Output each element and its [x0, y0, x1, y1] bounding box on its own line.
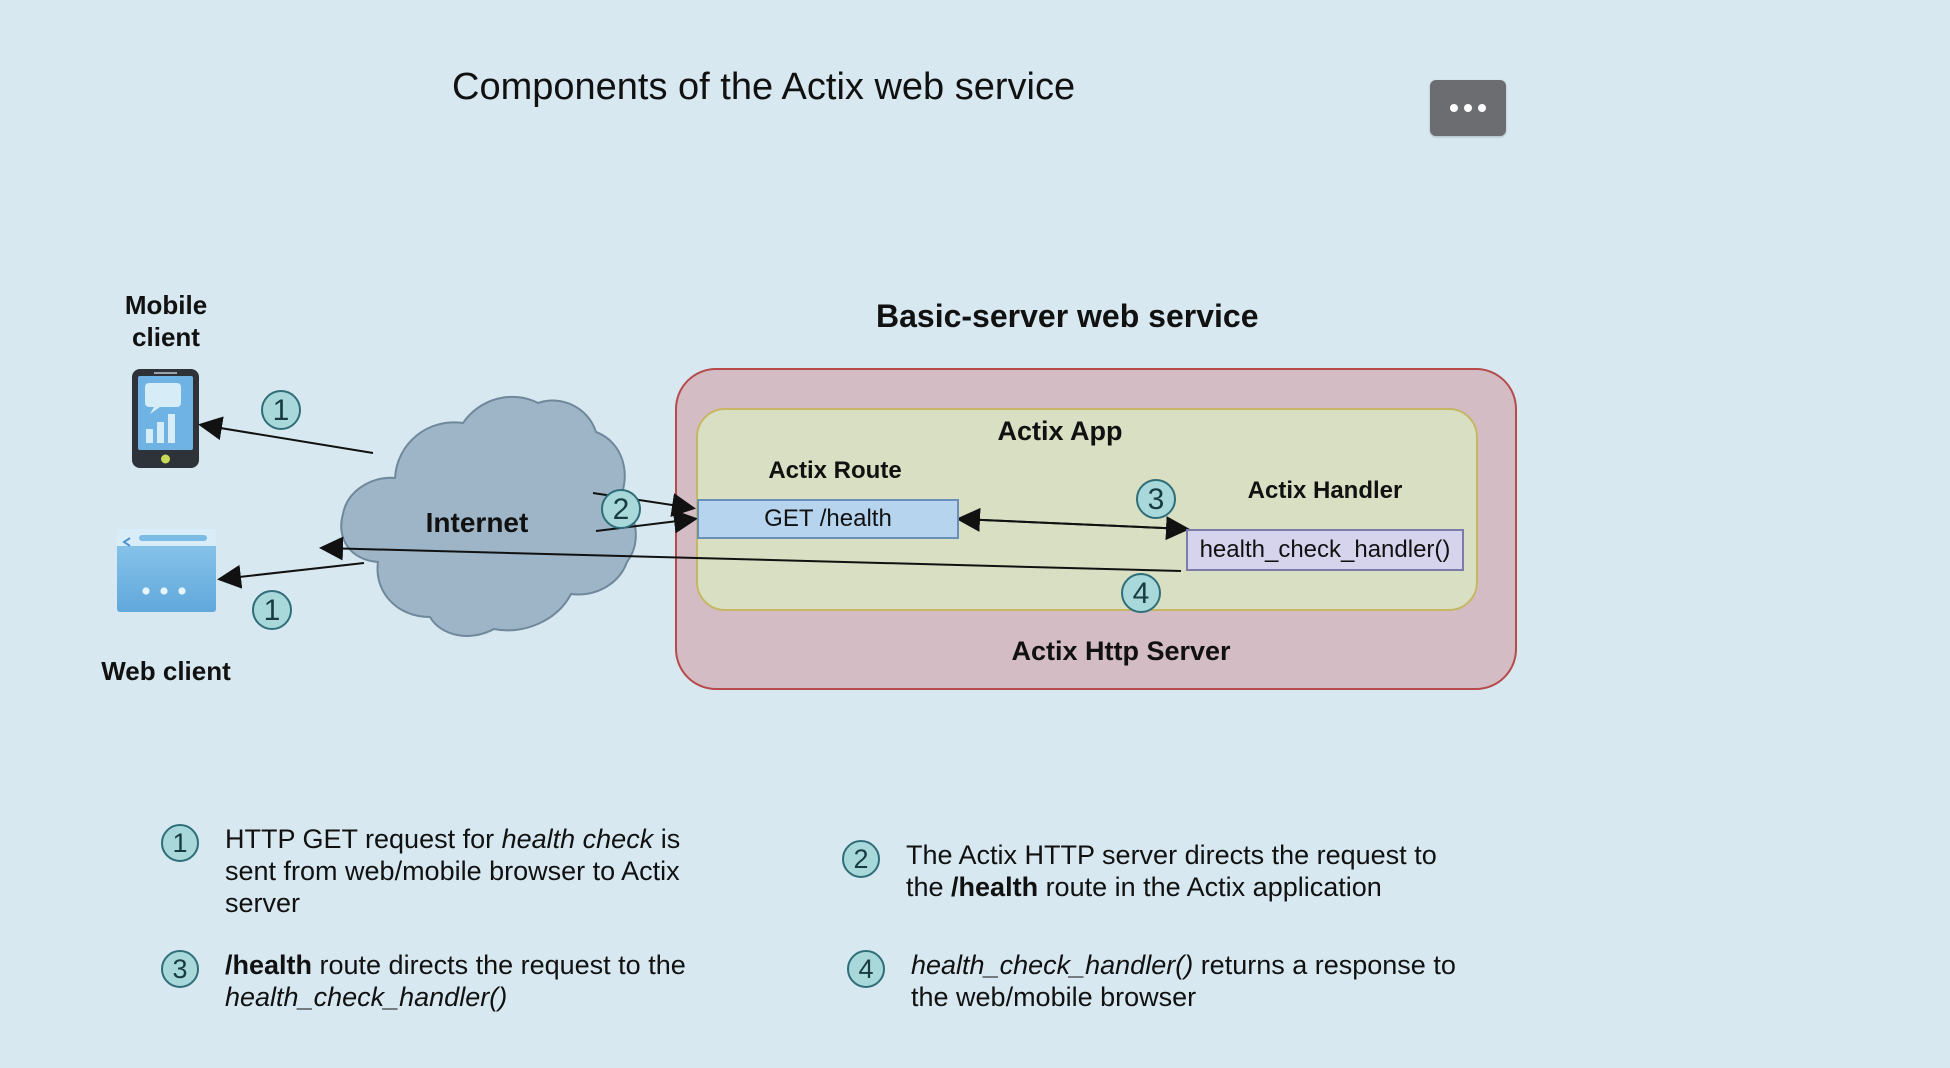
step-marker-2-label: 2 — [613, 493, 630, 526]
step-marker-3: 3 — [1136, 479, 1176, 519]
http-server-label: Actix Http Server — [1011, 636, 1231, 666]
legend-item-3: 3 /health route directs the request to t… — [161, 949, 771, 1013]
legend-item-2-number: 2 — [842, 840, 880, 878]
service-title: Basic-server web service — [876, 298, 1259, 334]
step-marker-1-top-label: 1 — [273, 394, 290, 427]
handler-box-label: health_check_handler() — [1199, 536, 1451, 563]
legend-item-3-text: /health route directs the request to the… — [225, 950, 686, 1012]
step-marker-1-bottom-label: 1 — [264, 594, 281, 627]
route-box: GET /health — [697, 499, 959, 539]
step-marker-3-label: 3 — [1148, 483, 1165, 516]
actix-handler-label: Actix Handler — [1247, 477, 1403, 504]
mobile-client-label-line-2: client — [132, 322, 200, 352]
handler-box: health_check_handler() — [1186, 529, 1464, 571]
web-client-icon — [117, 529, 216, 612]
mobile-client-label-line-1: Mobile — [124, 290, 208, 320]
more-icon — [1450, 104, 1486, 112]
step-marker-2: 2 — [601, 489, 641, 529]
legend-item-4-text: health_check_handler() returns a respons… — [911, 950, 1456, 1012]
page-title: Components of the Actix web service — [452, 66, 1076, 108]
legend-item-1: 1 HTTP GET request for health check is s… — [161, 823, 771, 919]
more-options-button[interactable] — [1430, 80, 1506, 136]
legend-item-1-number: 1 — [161, 824, 199, 862]
internet-cloud — [340, 395, 637, 637]
legend-item-4: 4 health_check_handler() returns a respo… — [847, 949, 1497, 1013]
actix-route-label: Actix Route — [768, 457, 902, 484]
step-marker-1-top: 1 — [261, 390, 301, 430]
internet-label: Internet — [425, 507, 529, 538]
actix-app-label: Actix App — [997, 416, 1123, 446]
route-box-label: GET /health — [764, 505, 892, 532]
legend-item-1-text: HTTP GET request for health check is sen… — [225, 824, 681, 918]
legend-item-2-text: The Actix HTTP server directs the reques… — [906, 840, 1437, 902]
legend-item-3-number: 3 — [161, 950, 199, 988]
step-marker-4: 4 — [1121, 573, 1161, 613]
web-client-label: Web client — [101, 656, 231, 686]
mobile-client-icon — [132, 369, 199, 468]
legend-item-4-number: 4 — [847, 950, 885, 988]
legend-item-2: 2 The Actix HTTP server directs the requ… — [842, 839, 1492, 903]
step-marker-4-label: 4 — [1133, 577, 1150, 610]
step-marker-1-bottom: 1 — [252, 590, 292, 630]
